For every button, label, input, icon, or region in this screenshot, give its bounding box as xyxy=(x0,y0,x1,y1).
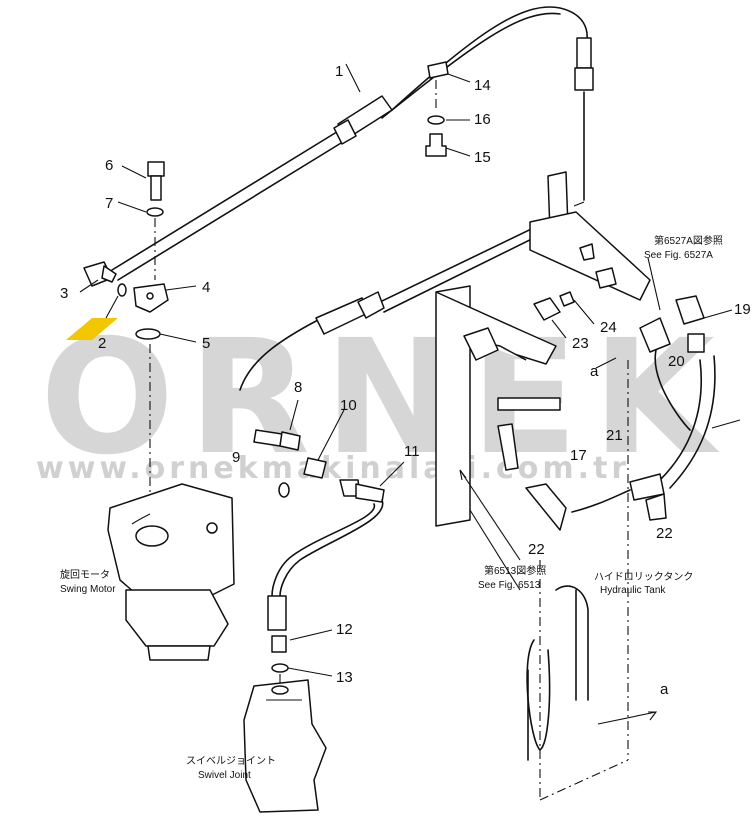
callout-19: 19 xyxy=(734,301,751,318)
callout-15: 15 xyxy=(474,149,491,166)
hose-main xyxy=(111,6,594,281)
callout-24: 24 xyxy=(600,319,617,336)
swivel-joint-label-en: Swivel Joint xyxy=(198,770,251,781)
fittings-8-10-11 xyxy=(253,399,405,597)
callout-14: 14 xyxy=(474,77,491,94)
callout-21: 21 xyxy=(606,427,623,444)
callout-7: 7 xyxy=(105,195,113,212)
swivel-joint-label-jp: スイベルジョイント xyxy=(186,755,276,767)
ref-a-lower: a xyxy=(660,681,669,698)
part-1-fitting xyxy=(333,63,393,145)
hose-middle xyxy=(239,219,555,391)
callout-10: 10 xyxy=(340,397,357,414)
watermark-url: www.ornekmakinalari.com.tr xyxy=(36,451,630,486)
callout-9: 9 xyxy=(232,449,240,466)
callout-3: 3 xyxy=(60,285,68,302)
callout-22-right: 22 xyxy=(656,525,673,542)
ref-a-upper: a xyxy=(590,363,599,380)
callout-11: 11 xyxy=(404,443,420,460)
swing-motor-label-en: Swing Motor xyxy=(60,584,116,595)
reference-arrows xyxy=(459,257,661,561)
fig6513-label-en: See Fig. 6513 xyxy=(478,580,541,591)
fig6527a-label-jp: 第6527A図参照 xyxy=(654,234,723,247)
swing-motor xyxy=(107,483,235,661)
hydraulic-tank-label-en: Hydraulic Tank xyxy=(600,585,666,596)
hydraulic-tank-label-jp: ハイドロリックタンク xyxy=(594,571,693,583)
watermark-accent xyxy=(66,318,118,340)
hose-end-fitting-right xyxy=(576,37,592,69)
swing-motor-label-jp: 旋回モータ xyxy=(60,568,110,581)
hose-nut-right xyxy=(574,67,594,91)
callout-20: 20 xyxy=(668,353,685,370)
callout-16: 16 xyxy=(474,111,491,128)
captions: 旋回モータ Swing Motor スイベルジョイント Swivel Joint… xyxy=(60,234,723,781)
callout-6: 6 xyxy=(105,157,113,174)
clamp-assembly xyxy=(425,61,471,157)
callout-numbers: 1 2 3 4 5 6 7 8 9 10 11 12 13 14 15 16 1… xyxy=(60,63,751,686)
callout-12: 12 xyxy=(336,621,353,638)
fig6527a-label-en: See Fig. 6527A xyxy=(644,250,713,261)
callout-2: 2 xyxy=(98,335,106,352)
callout-8: 8 xyxy=(294,379,302,396)
callout-4: 4 xyxy=(202,279,210,296)
callout-23: 23 xyxy=(572,335,589,352)
fittings-12-13 xyxy=(267,595,333,710)
hose-right-group xyxy=(525,295,741,531)
callout-17: 17 xyxy=(570,447,587,464)
callout-13: 13 xyxy=(336,669,353,686)
bolt-washer-6-7 xyxy=(117,161,165,280)
fittings-23-24 xyxy=(533,291,595,339)
hydraulic-tank-frame xyxy=(435,285,629,801)
pipe-bracket xyxy=(529,171,651,301)
swivel-joint xyxy=(243,679,327,813)
callout-1: 1 xyxy=(335,63,343,80)
callout-22-left: 22 xyxy=(528,541,545,558)
watermark: ORNEK www.ornekmakinalari.com.tr xyxy=(36,306,715,490)
elbow-flange-group xyxy=(79,261,197,520)
fig6513-label-jp: 第6513図参照 xyxy=(484,564,546,577)
tank-pipe-lower xyxy=(526,585,658,761)
callout-5: 5 xyxy=(202,335,210,352)
